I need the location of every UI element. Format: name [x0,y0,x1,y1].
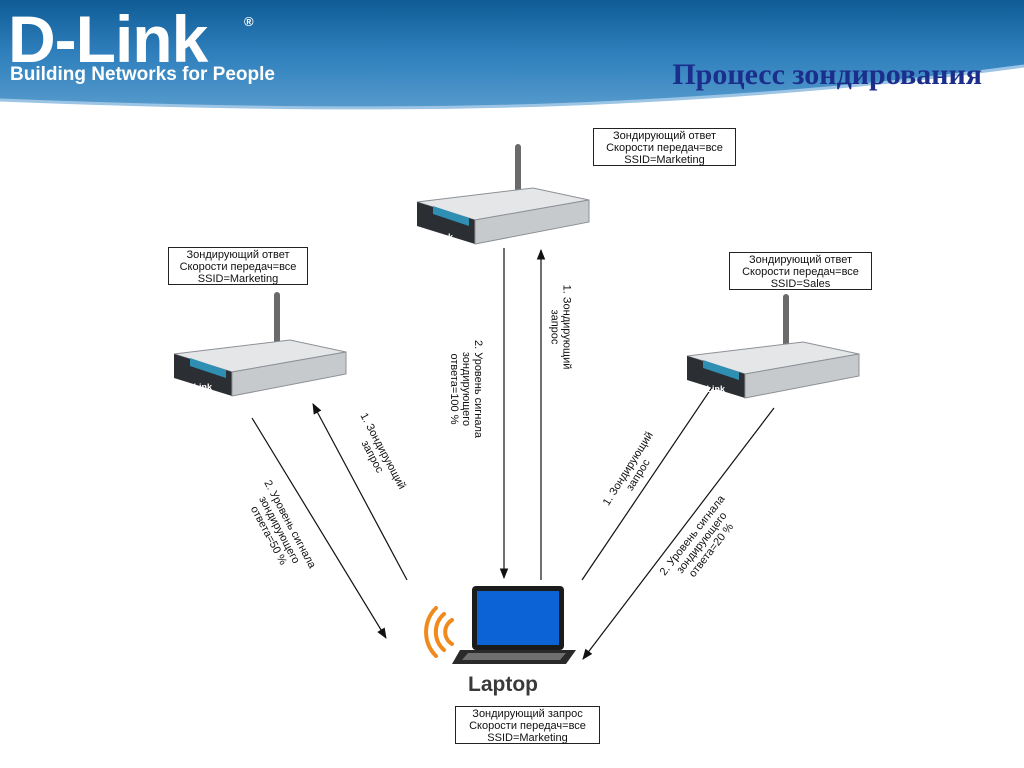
wireless-signal-icon [424,606,454,658]
left-ap-info-box: Зондирующий ответ Скорости передач=все S… [168,247,308,285]
laptop-icon [424,586,576,664]
label-line: запрос [548,309,561,345]
label-line: 1. Зондирующий [560,284,573,370]
slide-header: D-Link ® Building Networks for People [0,0,1024,118]
slide-title: Процесс зондирования [672,58,982,91]
info-line: Скорости передач=все [469,720,586,732]
info-line: Скорости передач=все [606,142,723,154]
info-line: SSID=Marketing [624,154,705,166]
router-left: D-Link [173,292,347,397]
label-line: зондирующего [460,351,473,427]
info-line: SSID=Marketing [487,732,568,744]
arrow-left-response [251,417,387,639]
laptop-label: Laptop [468,673,538,696]
top-response-label: 2. Уровень сигнала зондирующего ответа=1… [448,340,484,438]
laptop-info-box: Зондирующий запрос Скорости передач=все … [455,706,600,744]
info-line: Зондирующий запрос [472,708,583,720]
logo-text: D-Link [8,2,208,76]
info-line: Зондирующий ответ [749,254,852,266]
dlink-logo: D-Link ® [8,2,254,76]
router-brand: D-Link [425,232,454,242]
right-ap-info-box: Зондирующий ответ Скорости передач=все S… [729,252,872,290]
header-wave-decoration [0,64,1024,118]
top-ap-info-box: Зондирующий ответ Скорости передач=все S… [593,128,736,166]
info-line: Скорости передач=все [179,261,297,273]
logo-tagline: Building Networks for People [10,64,275,85]
router-brand: D-Link [184,382,213,392]
arrow-right-response [582,407,775,660]
info-line: Зондирующий ответ [186,249,290,261]
info-line: SSID=Marketing [197,273,279,285]
arrow-left-request [312,403,408,581]
label-line: ответа=100 % [448,353,461,425]
top-request-label: 1. Зондирующий запрос [548,285,572,370]
arrow-right-request [581,379,718,581]
router-brand: D-Link [697,384,726,394]
info-line: Зондирующий ответ [613,130,716,142]
info-line: SSID=Sales [770,278,831,290]
router-right: D-Link [686,294,860,399]
registered-mark: ® [244,14,254,29]
info-line: Скорости передач=все [742,266,859,278]
router-top: D-Link [416,144,590,245]
label-line: 2. Уровень сигнала [472,339,485,439]
